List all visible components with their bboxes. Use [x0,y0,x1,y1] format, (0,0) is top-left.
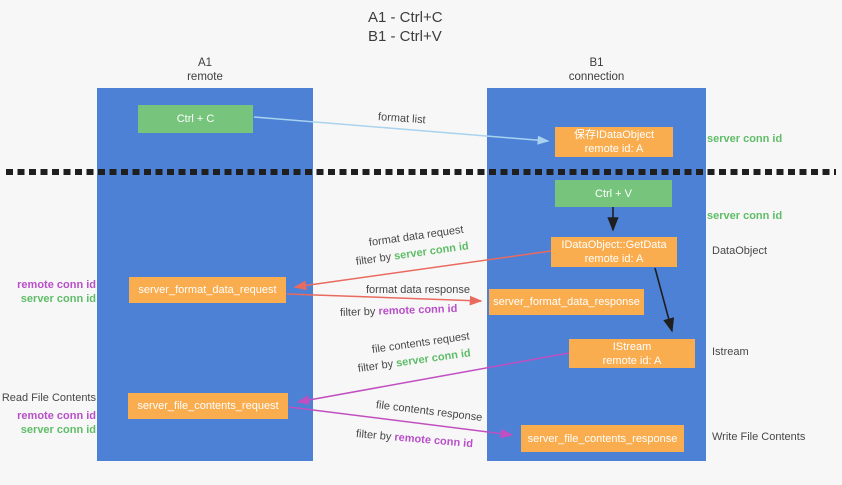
diagram-title: A1 - Ctrl+C B1 - Ctrl+V [368,8,443,46]
node-getdata-line1: IDataObject::GetData [561,239,667,251]
right-label-write-file-contents: Write File Contents [712,431,806,443]
left-remote-conn-id-1: remote conn id [17,279,96,291]
node-istream-line1: IStream [612,340,652,353]
right-label-server-conn-id-top: server conn id [707,133,783,145]
filter-by-text: filter by [355,251,392,268]
label-format-data-response: format data response [366,284,470,296]
right-label-istream: Istream [712,346,749,358]
read-file-contents-text: Read File Contents [1,392,96,404]
node-server-file-contents-request: server_file_contents_request [128,393,288,419]
left-conn-id-group-1: remote conn id server conn id [0,278,96,306]
column-a-header: A1 remote [97,56,313,84]
label-filter-by-remote-conn-id-2: filter by remote conn id [355,428,473,450]
column-b-header: B1 connection [487,56,706,84]
right-label-dataobject: DataObject [712,245,768,257]
node-file-response-label: server_file_contents_response [527,432,678,445]
node-save-dataobject: 保存IDataObject remote id: A [555,127,673,157]
remote-conn-id-text: remote conn id [393,431,474,451]
node-ctrl-c: Ctrl + C [138,105,253,133]
node-istream-line2: remote id: A [602,354,662,367]
column-a-subtitle: remote [187,71,223,83]
title-line-ctrl-c: A1 - Ctrl+C [368,9,443,26]
node-file-request-label: server_file_contents_request [137,400,279,412]
right-label-server-conn-id-mid: server conn id [707,210,783,222]
node-save-dataobject-line2: remote id: A [584,143,644,155]
node-istream: IStream remote id: A [569,339,695,368]
left-remote-conn-id-2: remote conn id [17,410,96,422]
title-line-ctrl-v: B1 - Ctrl+V [368,28,442,45]
node-ctrl-v: Ctrl + V [555,180,672,207]
node-ctrl-c-label: Ctrl + C [176,113,215,125]
filter-by-text: filter by [339,305,376,319]
node-server-format-data-request: server_format_data_request [129,277,286,303]
node-format-request-label: server_format_data_request [138,284,277,296]
node-getdata-line2: remote id: A [584,253,644,265]
label-filter-by-remote-conn-id-1: filter by remote conn id [340,303,458,319]
column-b-subtitle: connection [568,71,625,83]
node-server-format-data-response: server_format_data_response [489,289,644,315]
label-file-contents-response: file contents response [375,399,483,424]
left-read-file-contents: Read File Contents [0,391,96,405]
remote-conn-id-text: remote conn id [378,302,458,318]
node-idataobject-getdata: IDataObject::GetData remote id: A [551,237,677,267]
node-save-dataobject-line1: 保存IDataObject [573,129,655,141]
label-format-list: format list [377,111,426,127]
node-ctrl-v-label: Ctrl + V [595,187,632,200]
left-server-conn-id-1: server conn id [20,293,96,305]
column-a-name: A1 [197,57,213,69]
left-server-conn-id-2: server conn id [20,424,96,436]
column-b-name: B1 [589,57,604,69]
filter-by-text: filter by [355,428,392,444]
node-server-file-contents-response: server_file_contents_response [521,425,684,452]
left-conn-id-group-2: remote conn id server conn id [0,409,96,437]
node-format-response-label: server_format_data_response [493,296,640,308]
filter-by-text: filter by [357,358,394,375]
